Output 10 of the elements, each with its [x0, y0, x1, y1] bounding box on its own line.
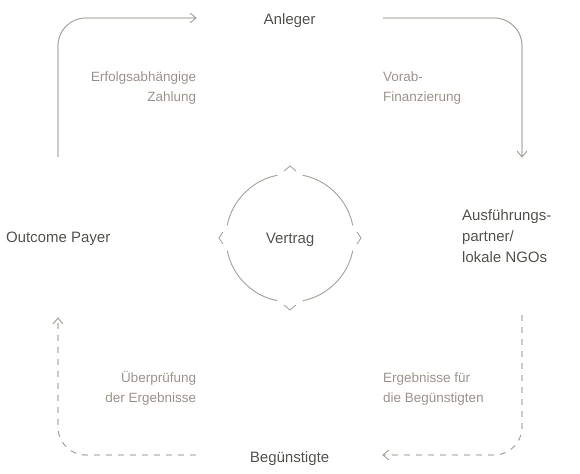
actor-label: Anleger [264, 10, 316, 30]
contract-label: Vertrag [266, 228, 314, 248]
arrow [383, 17, 528, 158]
arrow [382, 315, 523, 461]
arrow [57, 12, 197, 157]
actor-label: Begünstigte [250, 448, 330, 468]
actor-label: Outcome Payer [6, 228, 110, 248]
actor-label: Ausführungs- partner/ lokale NGOs [462, 206, 552, 268]
arrow [52, 317, 196, 456]
edge-label: Überprüfung der Ergebnisse [104, 368, 196, 408]
